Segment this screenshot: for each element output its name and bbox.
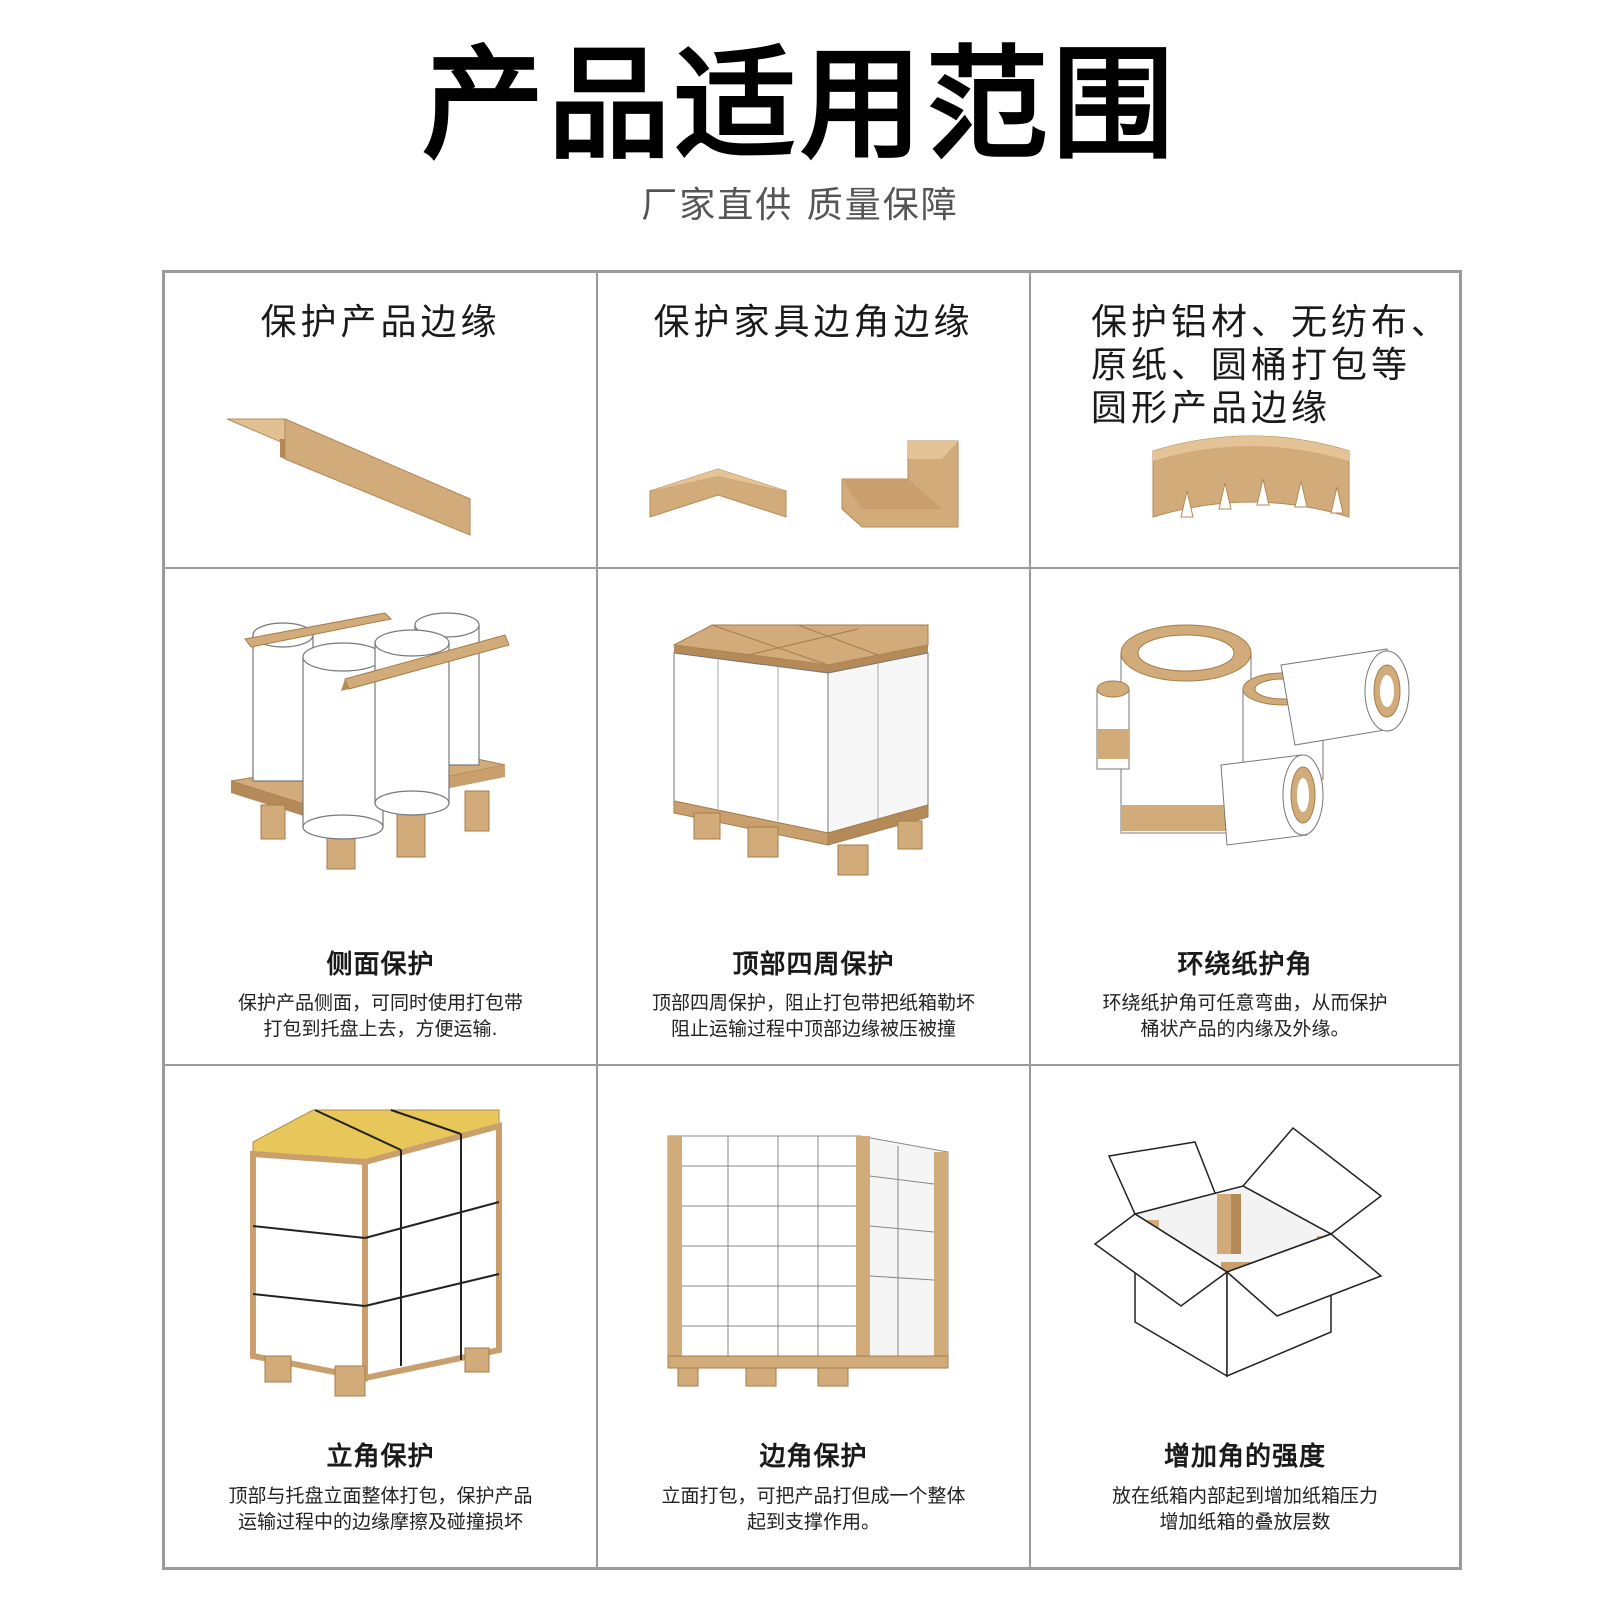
cell-caption-title: 立角保护 <box>326 1442 435 1472</box>
open-box-illustration <box>1093 1126 1383 1378</box>
cell-caption-desc: 保护产品侧面，可同时使用打包带 打包到托盘上去，方便运输. <box>185 991 576 1042</box>
cell-title-multiline: 保护铝材、无纺布、 原纸、圆桶打包等 圆形产品边缘 <box>1091 301 1451 431</box>
page-title: 产品适用范围 <box>422 34 1178 176</box>
cell-caption-title: 环绕纸护角 <box>1177 950 1313 980</box>
cell-corner-strength: 增加角的强度 放在纸箱内部起到增加纸箱压力 增加纸箱的叠放层数 <box>1030 1065 1460 1568</box>
application-grid: 保护产品边缘 保护家具边角边缘 保护铝材、无纺布、 原纸、圆桶打包等 圆形产品边… <box>162 270 1462 1570</box>
angle-board-illustration <box>226 418 471 536</box>
cell-caption-desc: 顶部与托盘立面整体打包，保护产品 运输过程中的边缘摩擦及碰撞损坏 <box>185 1484 576 1535</box>
desc-line: 保护产品侧面，可同时使用打包带 <box>237 992 523 1014</box>
cell-caption-desc: 放在纸箱内部起到增加纸箱压力 增加纸箱的叠放层数 <box>1051 1484 1439 1535</box>
cell-caption-title: 顶部四周保护 <box>732 950 895 980</box>
cell-caption-title: 侧面保护 <box>326 950 435 980</box>
cell-top-perimeter: 顶部四周保护 顶部四周保护，阻止打包带把纸箱勒坏 阻止运输过程中顶部边缘被压被撞 <box>597 568 1030 1065</box>
cell-caption-desc: 立面打包，可把产品打但成一个整体 起到支撑作用。 <box>618 1484 1009 1535</box>
cell-round-edge: 保护铝材、无纺布、 原纸、圆桶打包等 圆形产品边缘 <box>1030 272 1460 568</box>
cell-title: 保护产品边缘 <box>260 302 501 343</box>
cell-furniture-corner: 保护家具边角边缘 <box>597 272 1030 568</box>
cell-title: 保护家具边角边缘 <box>653 302 974 343</box>
desc-line: 顶部与托盘立面整体打包，保护产品 <box>228 1485 533 1507</box>
furniture-corner-illustration <box>649 440 959 528</box>
cell-side-protection: 侧面保护 保护产品侧面，可同时使用打包带 打包到托盘上去，方便运输. <box>164 568 597 1065</box>
stacked-boxes-pallet-illustration <box>667 1135 949 1387</box>
desc-line: 打包到托盘上去，方便运输. <box>263 1017 498 1040</box>
cell-wrap-corner: 环绕纸护角 环绕纸护角可任意弯曲，从而保护 桶状产品的内缘及外缘。 <box>1030 568 1460 1065</box>
curved-corner-illustration <box>1152 435 1350 518</box>
cell-caption-desc: 顶部四周保护，阻止打包带把纸箱勒坏 阻止运输过程中顶部边缘被压被撞 <box>618 991 1009 1042</box>
desc-line: 环绕纸护角可任意弯曲，从而保护 <box>1102 992 1388 1014</box>
desc-line: 桶状产品的内缘及外缘。 <box>1140 1017 1350 1040</box>
wrap-corner-rolls-illustration <box>1096 624 1410 846</box>
yellow-box-pallet-illustration <box>250 1109 502 1397</box>
cell-caption-title: 增加角的强度 <box>1163 1442 1326 1472</box>
desc-line: 立面打包，可把产品打但成一个整体 <box>661 1485 966 1507</box>
desc-line: 运输过程中的边缘摩擦及碰撞损坏 <box>237 1510 523 1533</box>
cell-edge-protection: 保护产品边缘 <box>164 272 597 568</box>
cell-caption-title: 边角保护 <box>759 1442 868 1472</box>
desc-line: 顶部四周保护，阻止打包带把纸箱勒坏 <box>651 992 975 1014</box>
rolls-pallet-illustration <box>230 612 510 870</box>
cell-vertical-corner: 立角保护 顶部与托盘立面整体打包，保护产品 运输过程中的边缘摩擦及碰撞损坏 <box>164 1065 597 1568</box>
desc-line: 增加纸箱的叠放层数 <box>1159 1510 1331 1533</box>
cell-corner-protection: 边角保护 立面打包，可把产品打但成一个整体 起到支撑作用。 <box>597 1065 1030 1568</box>
cell-title-line: 圆形产品边缘 <box>1091 388 1332 430</box>
box-pallet-top-illustration <box>672 624 929 876</box>
cell-caption-desc: 环绕纸护角可任意弯曲，从而保护 桶状产品的内缘及外缘。 <box>1051 991 1439 1042</box>
desc-line: 起到支撑作用。 <box>746 1510 880 1533</box>
desc-line: 阻止运输过程中顶部边缘被压被撞 <box>670 1017 956 1040</box>
page-subtitle: 厂家直供 质量保障 <box>641 185 959 226</box>
cell-title-line: 保护铝材、无纺布、 <box>1091 302 1452 343</box>
cell-title-line: 原纸、圆桶打包等 <box>1091 345 1412 387</box>
desc-line: 放在纸箱内部起到增加纸箱压力 <box>1111 1485 1378 1507</box>
